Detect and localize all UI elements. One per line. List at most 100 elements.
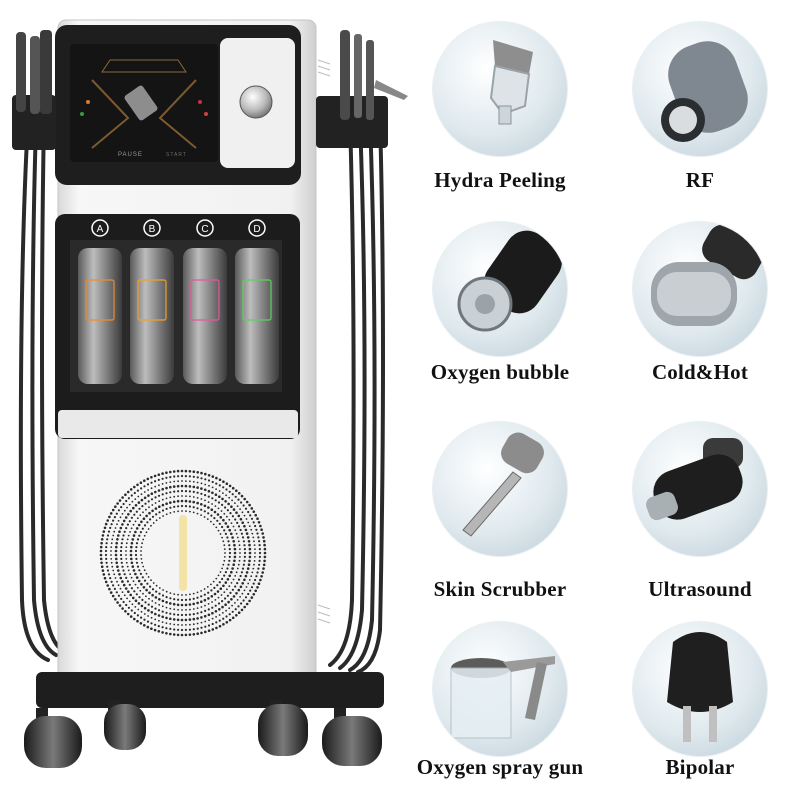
handpiece-right-3[interactable] bbox=[366, 40, 374, 120]
grille-dot bbox=[142, 586, 146, 589]
grille-dot bbox=[138, 596, 141, 599]
grille-dot bbox=[192, 470, 196, 474]
grille-dot bbox=[232, 540, 235, 543]
grille-dot bbox=[142, 592, 144, 595]
grille-dot bbox=[109, 526, 112, 530]
grille-dot bbox=[189, 495, 191, 498]
grille-dot bbox=[114, 577, 117, 579]
grille-dot bbox=[153, 474, 157, 478]
grille-dot bbox=[108, 587, 111, 591]
rotary-knob[interactable] bbox=[239, 85, 273, 119]
screen-pause-text[interactable]: PAUSE bbox=[118, 152, 143, 158]
grille-dot bbox=[212, 580, 215, 583]
bipolar-head-icon bbox=[633, 622, 767, 756]
grille-dot bbox=[173, 613, 176, 616]
grille-dot bbox=[184, 484, 188, 488]
grille-dot bbox=[155, 513, 158, 516]
grille-dot bbox=[143, 579, 147, 582]
handpiece-right-1[interactable] bbox=[340, 30, 350, 120]
grille-dot bbox=[133, 485, 136, 489]
grille-dot bbox=[196, 596, 199, 599]
handpiece-left-3[interactable] bbox=[40, 30, 52, 114]
grille-dot bbox=[114, 549, 118, 553]
grille-dot bbox=[192, 475, 195, 478]
solution-bottle-c[interactable] bbox=[183, 248, 227, 384]
grille-dot bbox=[149, 585, 152, 588]
grille-dot bbox=[135, 561, 139, 564]
grille-dot bbox=[196, 491, 199, 494]
grille-dot bbox=[218, 490, 221, 492]
grille-dot bbox=[222, 563, 225, 566]
bottle-select-button-c[interactable] bbox=[196, 219, 214, 237]
grille-dot bbox=[216, 590, 220, 593]
grille-dot bbox=[129, 549, 133, 553]
screen-start-text[interactable]: START bbox=[166, 152, 187, 158]
grille-dot bbox=[257, 536, 260, 539]
grille-dot bbox=[211, 475, 215, 478]
grille-dot bbox=[200, 631, 203, 635]
grille-dot bbox=[150, 611, 154, 614]
grille-dot bbox=[150, 487, 153, 490]
grille-dot bbox=[228, 544, 231, 547]
grille-dot bbox=[200, 498, 203, 500]
grille-dot bbox=[127, 534, 130, 537]
grille-dot bbox=[102, 530, 106, 533]
grille-dot bbox=[127, 497, 130, 500]
grille-dot bbox=[236, 505, 239, 507]
grille-dot bbox=[180, 489, 184, 493]
grille-dot bbox=[248, 525, 251, 527]
grille-dot bbox=[121, 580, 124, 583]
grille-dot bbox=[250, 517, 254, 520]
grille-dot bbox=[161, 498, 164, 501]
grille-dot bbox=[248, 551, 252, 555]
bottle-select-button-b[interactable] bbox=[143, 219, 161, 237]
grille-dot bbox=[221, 577, 224, 581]
grille-dot bbox=[161, 605, 164, 608]
wheel-back-left bbox=[104, 704, 146, 750]
solution-bottle-b[interactable] bbox=[130, 248, 174, 384]
grille-dot bbox=[196, 591, 199, 594]
grille-dot bbox=[129, 593, 132, 597]
grille-dot bbox=[223, 559, 226, 562]
bottle-select-button-a[interactable] bbox=[91, 219, 109, 237]
grille-dot bbox=[204, 499, 206, 502]
handpiece-left-2[interactable] bbox=[30, 36, 40, 114]
grille-dot bbox=[99, 549, 103, 553]
grille-dot bbox=[247, 510, 250, 514]
handpiece-right-2[interactable] bbox=[354, 34, 362, 118]
handpiece-right-gun[interactable] bbox=[374, 80, 408, 100]
grille-dot bbox=[225, 494, 228, 497]
grille-dot bbox=[192, 490, 195, 493]
grille-dot bbox=[104, 580, 108, 584]
grille-dot bbox=[128, 600, 131, 603]
bottle-select-button-d[interactable] bbox=[248, 219, 266, 237]
grille-dot bbox=[228, 528, 231, 532]
grille-dot bbox=[104, 522, 108, 526]
grille-dot bbox=[169, 481, 172, 483]
grille-dot bbox=[248, 503, 251, 507]
solution-bottle-a[interactable] bbox=[78, 248, 122, 384]
grille-dot bbox=[207, 629, 211, 632]
grille-dot bbox=[130, 557, 133, 561]
grille-dot bbox=[234, 529, 237, 531]
handpiece-left-1[interactable] bbox=[16, 32, 26, 112]
grille-dot bbox=[254, 524, 257, 528]
grille-dot bbox=[256, 517, 259, 520]
grille-dot bbox=[224, 571, 227, 574]
solution-bottle-d[interactable] bbox=[235, 248, 279, 384]
handpiece-label-bipolar: Bipolar bbox=[665, 755, 735, 779]
grille-dot bbox=[123, 573, 126, 576]
grille-dot bbox=[216, 519, 219, 522]
grille-dot bbox=[239, 556, 241, 558]
grille-dot bbox=[188, 603, 192, 606]
grille-dot bbox=[256, 532, 259, 535]
grille-dot bbox=[245, 532, 249, 535]
grille-dot bbox=[257, 567, 260, 570]
grille-dot bbox=[234, 602, 236, 604]
grille-dot bbox=[117, 509, 120, 512]
grille-dot bbox=[145, 572, 148, 575]
grille-dot bbox=[165, 606, 168, 609]
grille-dot bbox=[172, 618, 176, 621]
grille-dot bbox=[185, 480, 187, 482]
grille-dot bbox=[141, 527, 144, 530]
